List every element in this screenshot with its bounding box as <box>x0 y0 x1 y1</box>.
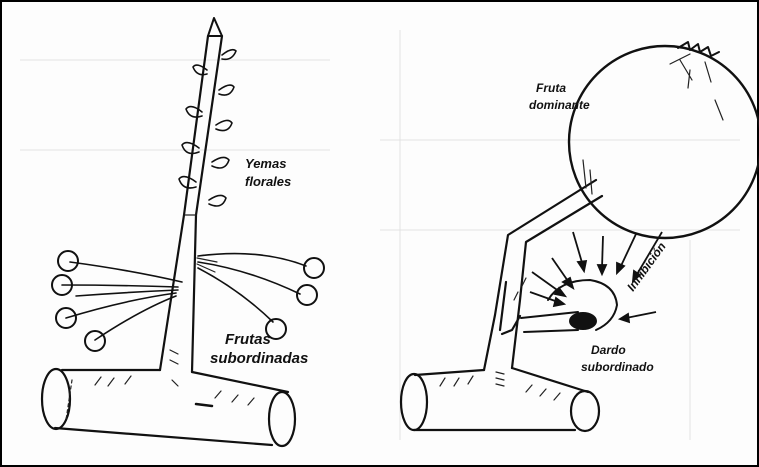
left-shoot <box>160 18 222 386</box>
dominant-fruit-label-line1: Fruta <box>536 81 566 95</box>
left-branch <box>42 369 295 446</box>
right-branch <box>401 368 599 431</box>
flower-buds-label-line2: florales <box>245 174 291 189</box>
subordinate-spur <box>521 280 617 332</box>
subordinate-fruits-label-line2: subordinadas <box>210 350 308 367</box>
right-shoot <box>484 180 602 370</box>
subordinate-spur-label-line2: subordinado <box>581 360 654 374</box>
dominant-fruit-label-line2: dominante <box>529 98 590 112</box>
subordinate-fruits-left <box>52 251 182 351</box>
right-illustration: Fruta dominante Inhibición Dardo subordi… <box>401 42 759 431</box>
flower-buds-label-line1: Yemas <box>245 156 286 171</box>
left-illustration: Yemas florales Frutas subordinadas <box>42 18 324 446</box>
subordinate-fruits-label-line1: Frutas <box>225 331 271 348</box>
subordinate-spur-label-line1: Dardo <box>591 343 626 357</box>
inhibition-label: Inhibición <box>624 240 669 294</box>
subordinate-fruits-right <box>197 254 324 339</box>
background-texture <box>20 30 740 440</box>
